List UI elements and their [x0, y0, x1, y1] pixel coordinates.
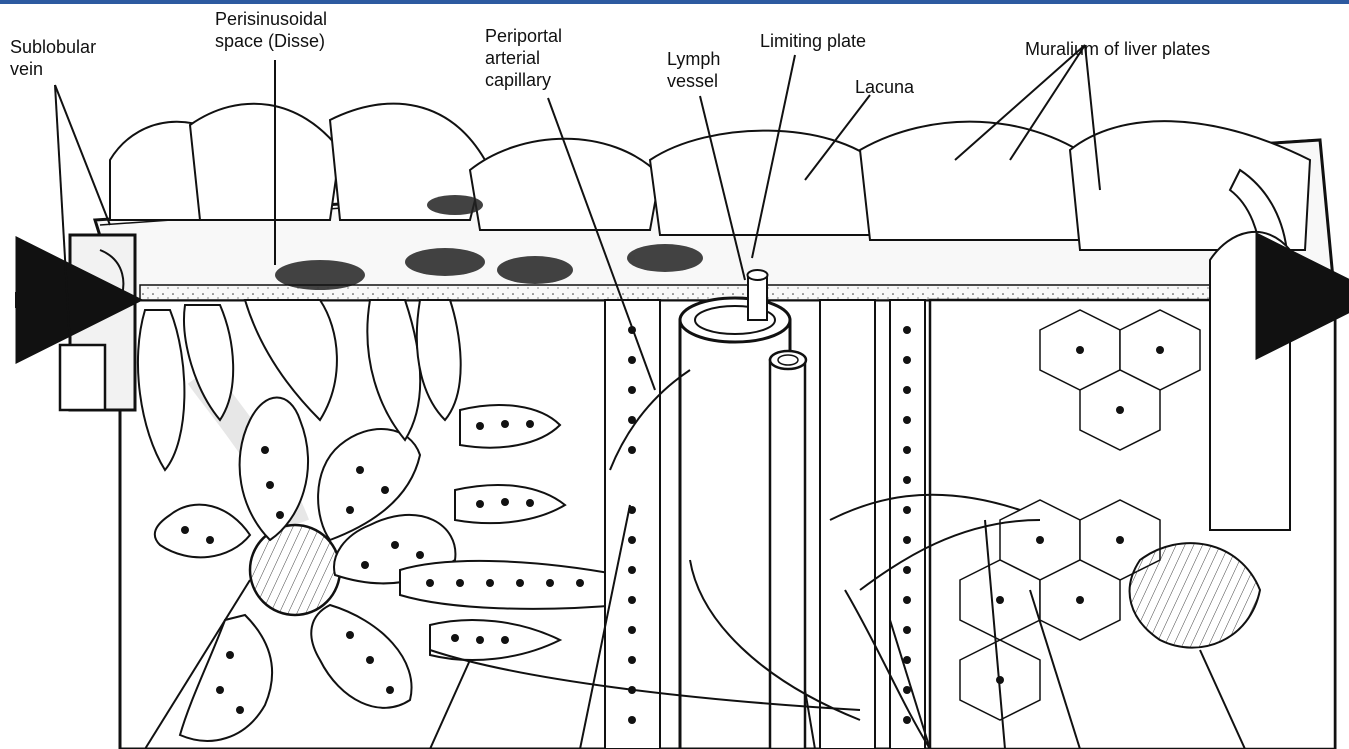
periportal-arterial-capillary-label: Periportal arterial capillary	[485, 25, 562, 91]
sublobular-vein-tube	[60, 235, 135, 410]
sublobular-vein-label: Sublobular vein	[10, 36, 96, 80]
hepatic-artery	[770, 351, 806, 749]
lacuna-label: Lacuna	[855, 76, 914, 98]
perisinusoidal-space-label: Perisinusoidal space (Disse)	[215, 8, 327, 52]
lymph-vessel-tube	[748, 270, 768, 320]
limiting-plate-label: Limiting plate	[760, 30, 866, 52]
lymph-vessel-label: Lymph vessel	[667, 48, 720, 92]
muralium-label: Muralium of liver plates	[1025, 38, 1210, 60]
